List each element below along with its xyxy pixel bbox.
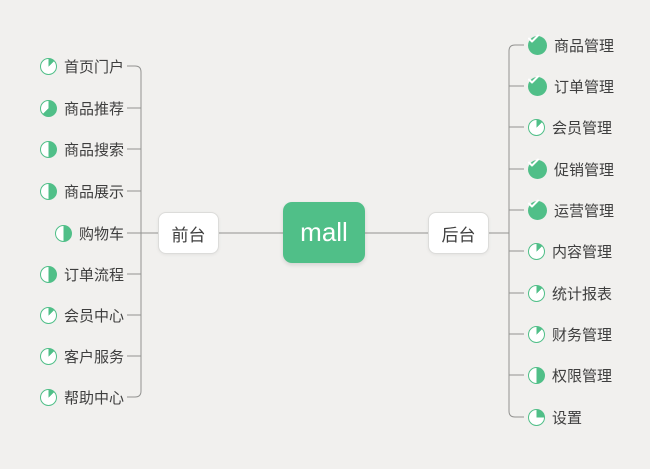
task-progress-icon[interactable]: [39, 99, 57, 117]
branch-topic[interactable]: 商品管理: [528, 34, 614, 56]
branch-topic[interactable]: 设置: [528, 406, 582, 428]
task-progress-icon[interactable]: [39, 265, 57, 283]
branch-topic[interactable]: 统计报表: [528, 282, 612, 304]
topic-label: 会员管理: [552, 119, 613, 137]
task-progress-icon[interactable]: [39, 306, 57, 324]
branch-topic-backend[interactable]: 后台: [428, 212, 489, 254]
task-progress-icon[interactable]: [528, 118, 545, 136]
topic-label: 首页门户: [63, 58, 124, 76]
topic-label: 购物车: [78, 225, 124, 243]
task-done-icon[interactable]: [528, 158, 547, 179]
topic-label: 统计报表: [552, 285, 613, 303]
topic-label: 权限管理: [552, 367, 613, 385]
branch-topic[interactable]: 商品展示: [39, 180, 124, 202]
task-progress-icon[interactable]: [54, 224, 72, 242]
topic-label: 财务管理: [552, 326, 613, 344]
topic-label: 订单管理: [554, 78, 615, 96]
task-done-icon[interactable]: [528, 75, 547, 96]
branch-topic[interactable]: 内容管理: [528, 240, 612, 262]
topic-label: 订单流程: [63, 266, 124, 284]
task-progress-icon[interactable]: [528, 366, 545, 384]
task-progress-icon[interactable]: [39, 182, 57, 200]
branch-topic[interactable]: 帮助中心: [39, 386, 124, 408]
branch-topic[interactable]: 购物车: [54, 222, 124, 244]
topic-label: 商品展示: [63, 183, 124, 201]
topic-label: 帮助中心: [63, 389, 124, 407]
branch-topic[interactable]: 首页门户: [39, 55, 124, 77]
task-progress-icon[interactable]: [528, 242, 545, 260]
branch-topic[interactable]: 会员管理: [528, 116, 612, 138]
branch-topic[interactable]: 客户服务: [39, 345, 124, 367]
branch-topic[interactable]: 财务管理: [528, 323, 612, 345]
task-progress-icon[interactable]: [528, 408, 545, 426]
task-progress-icon[interactable]: [39, 388, 57, 406]
task-progress-icon[interactable]: [39, 347, 57, 365]
branch-topic[interactable]: 运营管理: [528, 199, 614, 221]
topic-label: 促销管理: [554, 161, 615, 179]
branch-topic[interactable]: 会员中心: [39, 304, 124, 326]
topic-label: 会员中心: [63, 307, 124, 325]
topic-label: 运营管理: [554, 202, 615, 220]
topic-label: 内容管理: [552, 243, 613, 261]
branch-topic[interactable]: 订单流程: [39, 263, 124, 285]
task-done-icon[interactable]: [528, 34, 547, 55]
branch-topic[interactable]: 商品搜索: [39, 138, 124, 160]
branch-topic[interactable]: 促销管理: [528, 158, 614, 180]
branch-topic[interactable]: 订单管理: [528, 75, 614, 97]
topic-label: 商品管理: [554, 37, 615, 55]
topic-label: 设置: [552, 409, 583, 427]
central-topic-mall[interactable]: mall: [283, 202, 365, 263]
topic-label: 商品搜索: [63, 141, 124, 159]
task-done-icon[interactable]: [528, 199, 547, 220]
topic-label: 客户服务: [63, 348, 124, 366]
branch-topic[interactable]: 权限管理: [528, 364, 612, 386]
branch-topic-frontend[interactable]: 前台: [158, 212, 219, 254]
task-progress-icon[interactable]: [39, 140, 57, 158]
task-progress-icon[interactable]: [39, 57, 57, 75]
topic-label: 商品推荐: [63, 100, 124, 118]
branch-topic[interactable]: 商品推荐: [39, 97, 124, 119]
task-progress-icon[interactable]: [528, 325, 545, 343]
task-progress-icon[interactable]: [528, 284, 545, 302]
